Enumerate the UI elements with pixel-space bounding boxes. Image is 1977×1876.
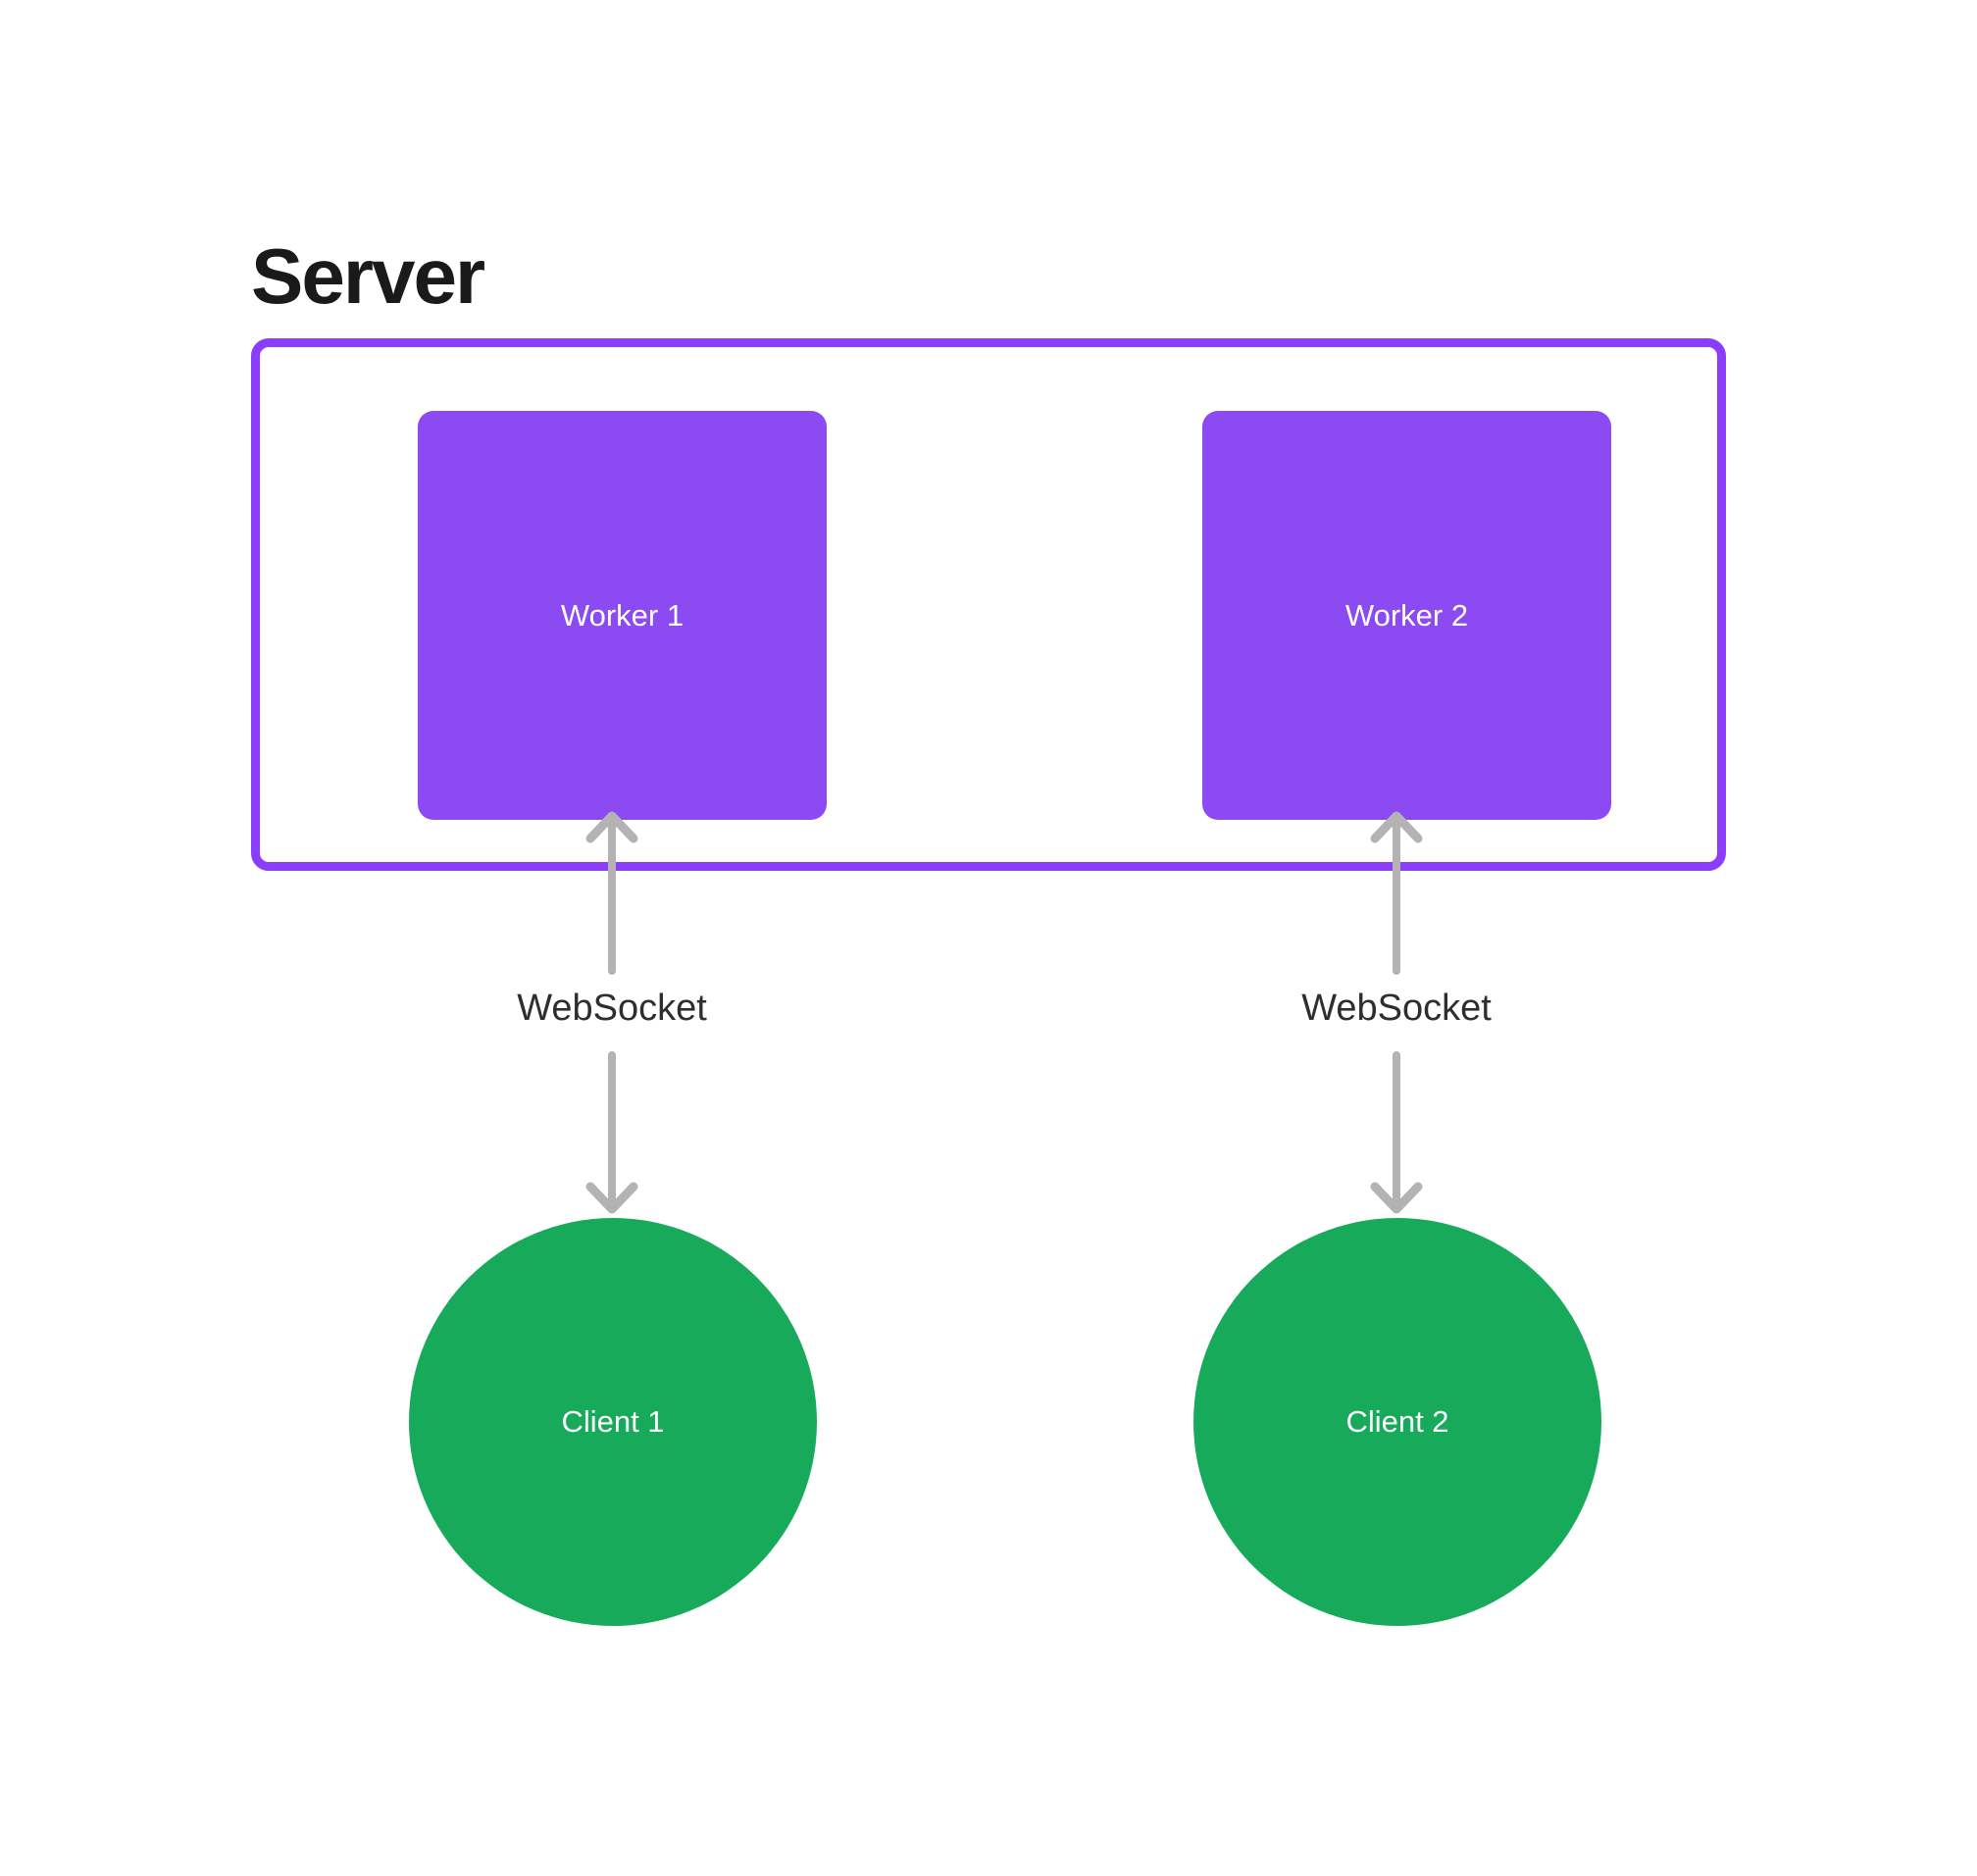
worker-1-label: Worker 1 xyxy=(560,597,684,633)
websocket-label-1: WebSocket xyxy=(517,988,707,1029)
arrow-down-icon xyxy=(585,1182,638,1214)
websocket-connection-2 xyxy=(1370,811,1423,1214)
client-2-label: Client 2 xyxy=(1345,1404,1449,1439)
websocket-connection-1 xyxy=(585,811,638,1214)
client-1-node: Client 1 xyxy=(409,1218,817,1626)
client-1-label: Client 1 xyxy=(561,1404,665,1439)
websocket-label-2: WebSocket xyxy=(1301,988,1492,1029)
worker-2-label: Worker 2 xyxy=(1344,597,1469,633)
worker-1-node: Worker 1 xyxy=(418,411,827,820)
arrow-down-icon xyxy=(1370,1182,1423,1214)
worker-2-node: Worker 2 xyxy=(1202,411,1611,820)
client-2-node: Client 2 xyxy=(1193,1218,1601,1626)
server-title: Server xyxy=(251,232,485,320)
server-container: Worker 1 Worker 2 xyxy=(251,338,1726,871)
